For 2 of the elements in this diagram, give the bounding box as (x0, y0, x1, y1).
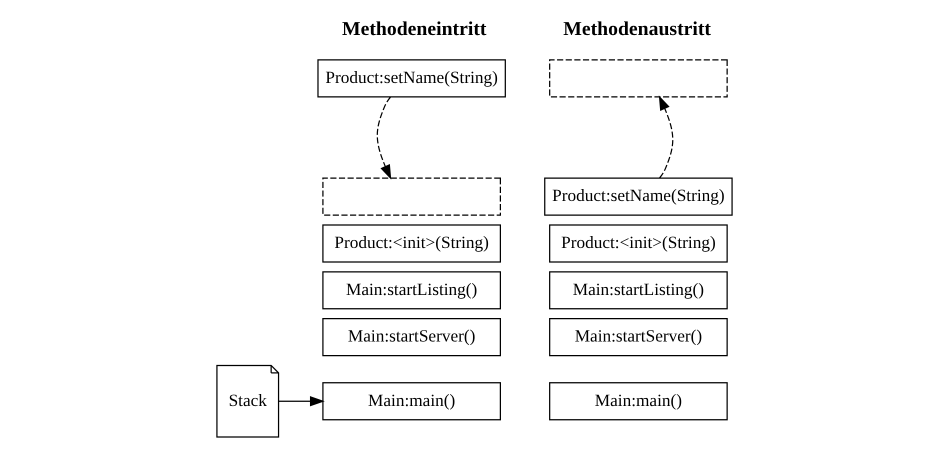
label: Methodenaustritt (562, 18, 710, 40)
label: Methodeneintritt (342, 18, 486, 40)
